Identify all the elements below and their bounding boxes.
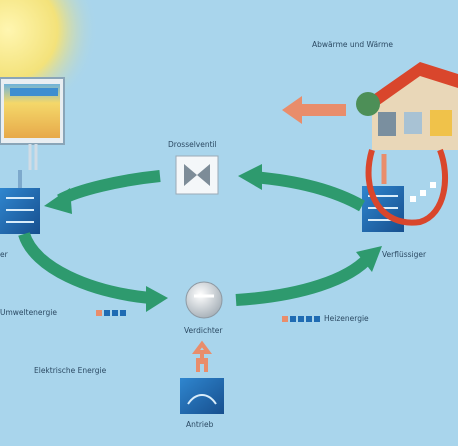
label-right-node: Verflüssiger — [382, 250, 427, 259]
label-electric-energy: Elektrische Energie — [34, 366, 107, 375]
label-compressor: Verdichter — [184, 326, 223, 335]
electric-plug-icon — [192, 340, 212, 372]
label-bottom-node: Antrieb — [186, 420, 214, 429]
left-energy-marker — [96, 310, 126, 316]
right-energy-marker — [282, 316, 320, 322]
label-expansion-valve: Drosselventil — [168, 140, 217, 149]
label-left-node: er — [0, 250, 8, 259]
flow-arrow-top-left — [44, 170, 161, 214]
house-icon — [356, 62, 458, 150]
flow-arrow-bottom-left — [18, 231, 168, 312]
valve-icon — [175, 155, 219, 195]
label-left-energy: Umweltenergie — [0, 308, 57, 317]
compressor-icon — [185, 281, 223, 319]
flow-arrow-top-right — [238, 164, 365, 212]
solar-collector-icon — [0, 77, 65, 170]
heat-import-arrow — [282, 96, 346, 124]
label-right-energy: Heizenergie — [324, 314, 369, 323]
pump-icon — [180, 378, 224, 414]
heat-exchanger-icon — [362, 148, 449, 232]
label-heat-source: Abwärme und Wärme — [312, 40, 393, 49]
heat-exchanger-icon — [0, 170, 40, 234]
flow-arrow-bottom-right — [235, 246, 382, 306]
